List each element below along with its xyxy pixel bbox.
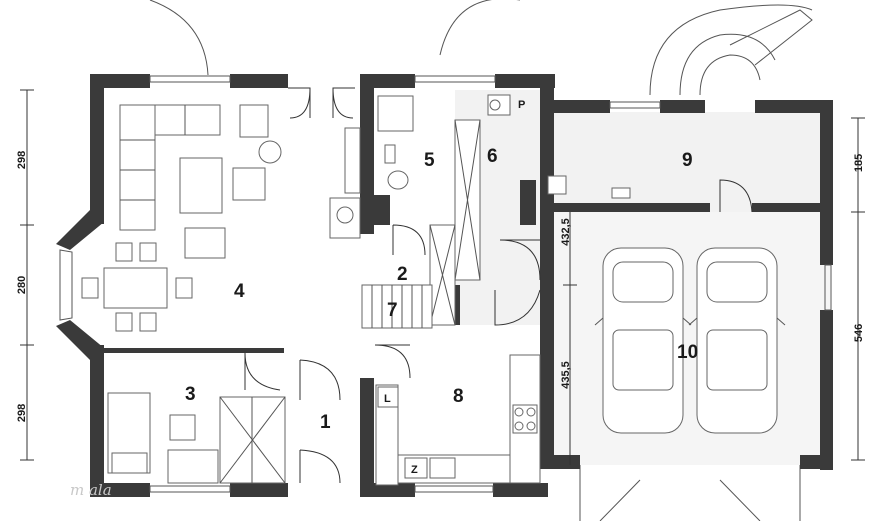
dim-left-top: 298: [16, 151, 28, 169]
fixtures: [329, 94, 631, 486]
grey-floor-areas: [455, 90, 830, 465]
label-l: L: [384, 393, 391, 405]
room-number-2: 2: [397, 264, 408, 285]
exterior-arcs: [149, 0, 813, 521]
label-z: Z: [411, 464, 418, 476]
room-number-9: 9: [682, 150, 693, 171]
room-number-7: 7: [387, 300, 398, 321]
car-left: [594, 247, 692, 434]
dim-right-bottom: 546: [853, 324, 865, 342]
room-number-8: 8: [453, 386, 464, 407]
room-number-1: 1: [320, 412, 331, 433]
room-number-4: 4: [234, 281, 245, 302]
room-number-10: 10: [677, 342, 698, 363]
label-p: P: [518, 99, 525, 111]
walls: [56, 74, 833, 497]
dim-garage-lower: 435,5: [560, 361, 572, 389]
car-right: [688, 247, 786, 434]
doors: [244, 87, 753, 484]
watermark: m ala: [70, 481, 112, 499]
room-number-5: 5: [424, 150, 435, 171]
dim-garage-upper: 432,5: [560, 218, 572, 246]
dim-left-bottom: 298: [16, 404, 28, 422]
living-furniture: [81, 104, 282, 332]
room3-furniture: [107, 392, 286, 484]
dim-left-middle: 280: [16, 276, 28, 294]
dim-right-top: 185: [853, 154, 865, 172]
label-z-box: [404, 457, 428, 479]
room-number-6: 6: [487, 146, 498, 167]
label-l-box: [377, 386, 399, 408]
windows: [59, 75, 832, 493]
room-number-3: 3: [185, 384, 196, 405]
dimension-lines: [20, 89, 865, 465]
